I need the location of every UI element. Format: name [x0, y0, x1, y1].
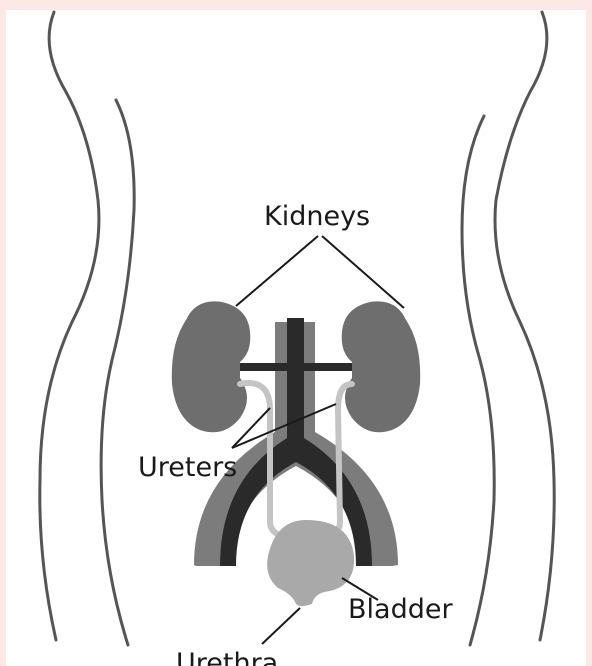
right-renal-vessel: [300, 363, 358, 371]
urinary-system-diagram: Kidneys Ureters Bladder Urethra: [6, 10, 586, 666]
kidneys-label: Kidneys: [264, 201, 370, 232]
ureters-label: Ureters: [138, 452, 237, 483]
diagram-frame: Kidneys Ureters Bladder Urethra: [6, 10, 586, 666]
urethra-label: Urethra: [176, 648, 278, 666]
right-kidney: [342, 301, 421, 432]
urethra-leader: [262, 608, 300, 644]
left-torso-outline: [40, 12, 99, 640]
right-arm-outline: [462, 116, 494, 645]
bladder: [267, 520, 354, 606]
left-renal-vessel: [232, 363, 290, 371]
kidneys-leader-left: [236, 236, 318, 306]
left-arm-outline: [101, 100, 134, 645]
bladder-label: Bladder: [348, 594, 453, 625]
left-kidney: [172, 301, 251, 432]
right-torso-outline: [495, 12, 554, 640]
kidneys-leader-right: [322, 236, 404, 308]
